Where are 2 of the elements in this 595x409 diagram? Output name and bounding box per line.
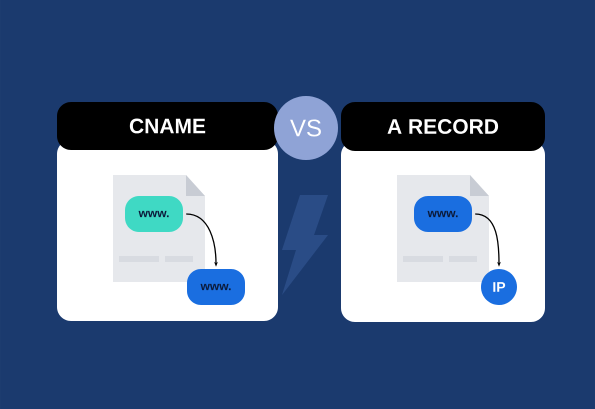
node-label: CNAME xyxy=(130,118,206,134)
node-label: A RECORD xyxy=(388,119,498,134)
